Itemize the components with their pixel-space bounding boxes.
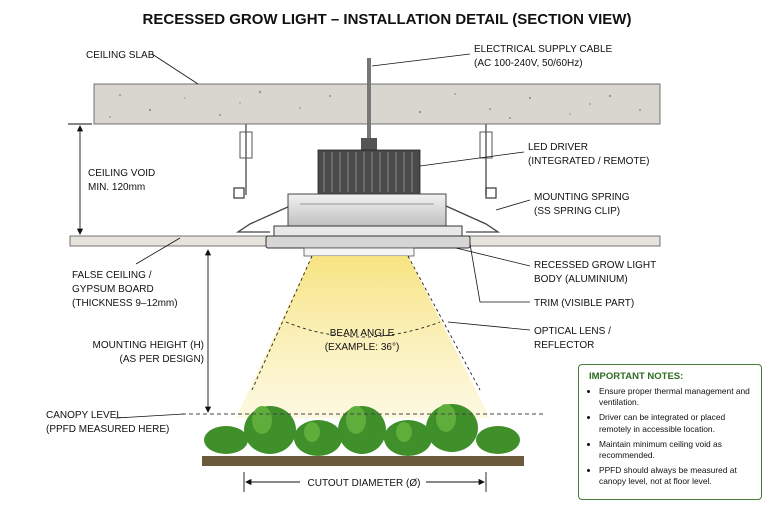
note-item: Driver can be integrated or placed remot… (599, 412, 753, 434)
label-light-body: RECESSED GROW LIGHT (534, 260, 656, 271)
label-ceiling-slab: CEILING SLAB (86, 50, 155, 61)
label-mounting-height: MOUNTING HEIGHT (H) (93, 340, 204, 351)
label-led-driver: LED DRIVER (528, 142, 588, 153)
ceiling-slab (93, 83, 661, 125)
plant-canopy (202, 404, 524, 466)
beam-angle-indicator (251, 255, 481, 391)
label-led-driver-type: (INTEGRATED / REMOTE) (528, 156, 649, 167)
notes-title: IMPORTANT NOTES: (589, 371, 684, 382)
trim (265, 225, 471, 249)
light-body (287, 193, 447, 229)
label-ceiling-void-min: MIN. 120mm (88, 182, 145, 193)
label-gypsum-board: GYPSUM BOARD (72, 284, 154, 295)
label-light-body-material: BODY (ALUMINIUM) (534, 274, 628, 285)
notes-list: Ensure proper thermal management and ven… (589, 386, 753, 488)
label-trim: TRIM (VISIBLE PART) (534, 298, 634, 309)
label-mounting-spring: MOUNTING SPRING (534, 192, 630, 203)
label-mounting-height-note: (AS PER DESIGN) (120, 354, 204, 365)
hanger-rods (239, 124, 493, 195)
note-item: Maintain minimum ceiling void as recomme… (599, 439, 753, 461)
led-driver (317, 149, 421, 195)
note-item: Ensure proper thermal management and ven… (599, 386, 753, 408)
important-notes-panel: IMPORTANT NOTES: Ensure proper thermal m… (578, 364, 762, 500)
diagram-title: RECESSED GROW LIGHT – INSTALLATION DETAI… (143, 11, 632, 28)
label-cutout-diameter: CUTOUT DIAMETER (Ø) (308, 478, 421, 489)
supply-cable (361, 58, 377, 152)
label-beam-angle: BEAM ANGLE (330, 328, 395, 339)
note-item: PPFD should always be measured at canopy… (599, 465, 753, 487)
label-supply-cable: ELECTRICAL SUPPLY CABLE (474, 44, 613, 55)
optical-lens (303, 247, 415, 257)
label-beam-angle-example: (EXAMPLE: 36°) (325, 342, 400, 353)
label-reflector: REFLECTOR (534, 340, 594, 351)
label-mounting-spring-type: (SS SPRING CLIP) (534, 206, 620, 217)
ceiling-void-dimension (68, 123, 92, 235)
label-false-ceiling: FALSE CEILING / (72, 270, 152, 281)
label-board-thickness: (THICKNESS 9–12mm) (72, 298, 178, 309)
label-supply-cable-spec: (AC 100-240V, 50/60Hz) (474, 58, 583, 69)
mounting-spring (233, 187, 501, 233)
label-optical-lens: OPTICAL LENS / (534, 326, 611, 337)
leader-lines (115, 53, 531, 419)
label-canopy-level: CANOPY LEVEL (46, 410, 122, 421)
label-ceiling-void: CEILING VOID (88, 168, 155, 179)
label-ppfd-measured: (PPFD MEASURED HERE) (46, 424, 169, 435)
